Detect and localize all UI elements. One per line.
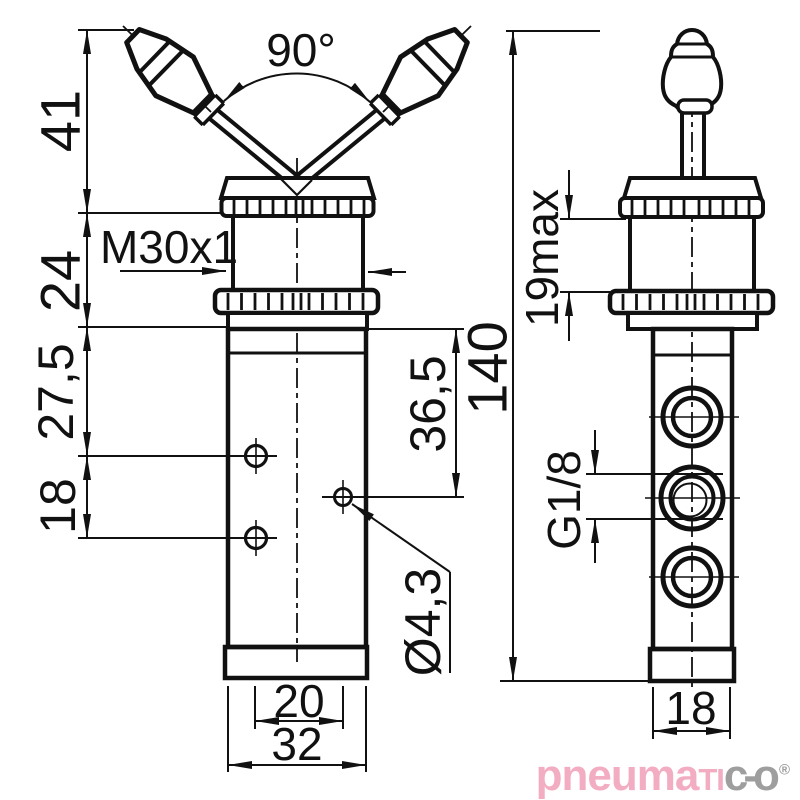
hole-dia-leader [351, 503, 451, 573]
cap-knurl-teeth-side [630, 200, 751, 215]
toggle-knob [660, 27, 724, 112]
angle-arc [223, 72, 371, 103]
collar-side [626, 311, 759, 331]
logo-text-pink: pneuma [535, 751, 700, 800]
right-lever-knob [379, 27, 470, 116]
dim-41: 41 [29, 90, 92, 152]
cap-trapezoid-side [621, 176, 764, 200]
dim-140: 140 [456, 321, 519, 414]
port-3 [649, 545, 739, 609]
pneumatico-logo: pneumatic-o® [536, 754, 790, 798]
logo-dash: - [743, 751, 758, 800]
left-lever [122, 25, 303, 189]
cap-trapezoid [218, 176, 377, 200]
toggle-collar [676, 98, 714, 115]
logo-text-gray-c: c [723, 751, 749, 800]
dim-19max: 19max [516, 189, 568, 327]
dimension-labels: 90° 41 24 27,5 18 M30x1 36,5 140 19max G… [28, 24, 717, 770]
cap-center-mark [280, 178, 313, 197]
cap-knurled-ring-side [618, 196, 765, 219]
dim-18-depth: 18 [665, 682, 716, 734]
knurled-nut [212, 287, 381, 316]
thread-label: M30x1 [100, 221, 238, 273]
bottom-cap-front [222, 644, 370, 681]
logo-text-pink-smallcaps: ti [698, 751, 725, 800]
dimensions [78, 29, 731, 772]
knurled-nut-side [607, 288, 776, 316]
dim-32: 32 [271, 718, 322, 770]
dim-20: 20 [273, 675, 324, 727]
dim-18-side: 18 [30, 478, 86, 534]
left-lever-knob [124, 27, 215, 116]
side-view [607, 27, 776, 692]
registered-trademark-icon: ® [778, 761, 790, 779]
nut-knurl-teeth-side [621, 294, 760, 310]
collar [226, 311, 369, 331]
cap-knurl-teeth [232, 200, 366, 214]
bottom-cap-side [647, 646, 737, 684]
port-2 [645, 464, 740, 532]
logo-text-gray-o: o [753, 751, 780, 800]
port-thread-label: G1/8 [538, 450, 590, 550]
right-lever [291, 25, 472, 189]
dim-27-5: 27,5 [28, 343, 84, 440]
port-1 [649, 385, 739, 449]
dim-24: 24 [29, 250, 92, 312]
front-view [122, 25, 472, 681]
hole-dia-label: Ø4,3 [395, 568, 451, 676]
dim-36-5: 36,5 [400, 355, 456, 452]
angle-label: 90° [266, 24, 336, 76]
nut-knurl-teeth [226, 293, 365, 310]
